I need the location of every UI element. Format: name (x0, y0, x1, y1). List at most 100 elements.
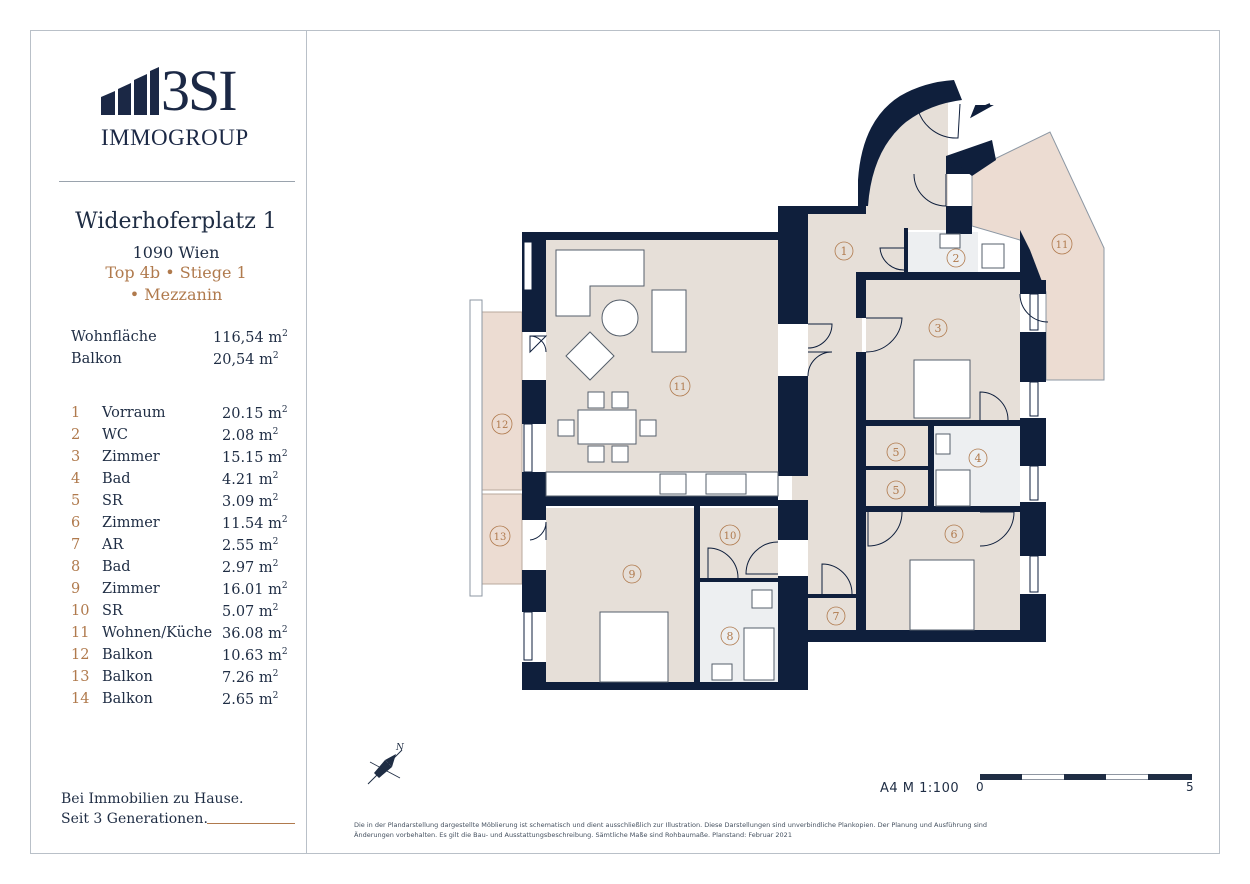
room-7-storage (808, 596, 860, 630)
plan-label-7: 7 (833, 610, 840, 623)
room-number: 6 (71, 515, 81, 531)
room-area: 7.26 m (222, 669, 273, 686)
unit-superscript: 2 (281, 449, 288, 459)
plan-label-1: 1 (841, 245, 848, 258)
tagline-rule (207, 823, 295, 824)
plan-label-6: 6 (951, 528, 958, 541)
living-area-value: 116,54 m (213, 329, 283, 346)
header-rule (59, 181, 295, 182)
room-name: Wohnen/Küche (102, 625, 213, 641)
unit-superscript: 2 (272, 537, 279, 547)
address-floor: • Mezzanin (129, 285, 223, 304)
balcony-area-row: Balkon 20,54 m2 (71, 351, 279, 368)
room-5-sr-a (866, 426, 928, 466)
info-sidebar: 3SI IMMOGROUP Widerhoferplatz 1 1090 Wie… (31, 31, 306, 853)
room-name: SR (102, 603, 123, 619)
unit-superscript: 2 (281, 581, 288, 591)
room-row: 12 Balkon 10.63 m2 (71, 647, 311, 669)
unit-superscript: 2 (272, 669, 279, 679)
room-number: 7 (71, 537, 81, 553)
room-name: Balkon (102, 669, 153, 685)
unit-superscript: 2 (281, 625, 288, 635)
room-5-sr-b (866, 470, 928, 508)
room-name: Zimmer (102, 515, 160, 531)
room-area: 10.63 m (222, 647, 282, 664)
unit-superscript: 2 (281, 647, 288, 657)
living-area-label: Wohnfläche (71, 329, 157, 345)
room-row: 13 Balkon 7.26 m2 (71, 669, 311, 691)
page-frame (30, 30, 1220, 854)
plan-label-12: 12 (496, 420, 509, 431)
room-number: 14 (71, 691, 90, 707)
unit-superscript: 2 (272, 427, 279, 437)
room-number: 11 (71, 625, 90, 641)
plan-label-3: 3 (935, 322, 942, 335)
logo-subtitle: IMMOGROUP (101, 125, 249, 150)
plan-label-10: 10 (724, 531, 737, 542)
balcony-rail-left (469, 299, 483, 597)
room-number: 10 (71, 603, 90, 619)
room-name: Balkon (102, 691, 153, 707)
compass-north-label: N (395, 743, 405, 753)
room-number: 4 (71, 471, 81, 487)
compass-icon: N (367, 743, 405, 785)
tagline-line2: Seit 3 Generationen. (61, 811, 208, 827)
scale-label: A4 M 1:100 (880, 781, 960, 796)
room-number: 12 (71, 647, 90, 663)
room-number: 3 (71, 449, 81, 465)
living-area-row: Wohnfläche 116,54 m2 (71, 329, 288, 346)
room-name: Zimmer (102, 581, 160, 597)
unit-superscript: 2 (272, 471, 279, 481)
room-area: 16.01 m (222, 581, 282, 598)
room-name: Zimmer (102, 449, 160, 465)
room-area: 2.55 m (222, 537, 273, 554)
room-row: 4 Bad 4.21 m2 (71, 471, 311, 493)
unit-superscript: 2 (282, 329, 288, 339)
room-number: 8 (71, 559, 81, 575)
room-area: 11.54 m (222, 515, 282, 532)
balcony-area-value: 20,54 m (213, 351, 273, 368)
plan-label-9: 9 (629, 568, 636, 581)
company-logo: 3SI IMMOGROUP (101, 61, 261, 157)
plan-label-8: 8 (727, 630, 734, 643)
room-number: 1 (71, 405, 81, 421)
plan-label-2: 2 (953, 252, 960, 265)
unit-superscript: 2 (281, 405, 288, 415)
room-area: 4.21 m (222, 471, 273, 488)
room-number: 13 (71, 669, 90, 685)
walls (522, 80, 1046, 690)
room-area: 3.09 m (222, 493, 273, 510)
plan-label-11-living: 11 (674, 382, 687, 393)
plan-label-13: 13 (494, 532, 507, 543)
unit-superscript: 2 (272, 493, 279, 503)
windows (523, 241, 1039, 661)
room-number: 5 (71, 493, 81, 509)
unit-superscript: 2 (272, 603, 279, 613)
room-name: Bad (102, 559, 131, 575)
unit-superscript: 2 (272, 559, 279, 569)
tagline-line1: Bei Immobilien zu Hause. (61, 791, 244, 807)
room-number: 9 (71, 581, 81, 597)
room-10-storage (698, 508, 778, 580)
scale-start: 0 (976, 780, 984, 794)
room-name: Balkon (102, 647, 153, 663)
entry-arrow-icon (970, 103, 994, 119)
address-street: Widerhoferplatz 1 (75, 209, 277, 234)
scale-bar (980, 774, 1192, 780)
balcony-area-label: Balkon (71, 351, 122, 367)
doors (529, 103, 1049, 595)
plan-label-5a: 5 (893, 446, 900, 459)
room-area: 36.08 m (222, 625, 282, 642)
plan-label-11-terrace: 11 (1056, 240, 1069, 251)
room-name: Vorraum (102, 405, 166, 421)
room-name: Bad (102, 471, 131, 487)
unit-superscript: 2 (272, 351, 279, 361)
scale-end: 5 (1186, 780, 1194, 794)
